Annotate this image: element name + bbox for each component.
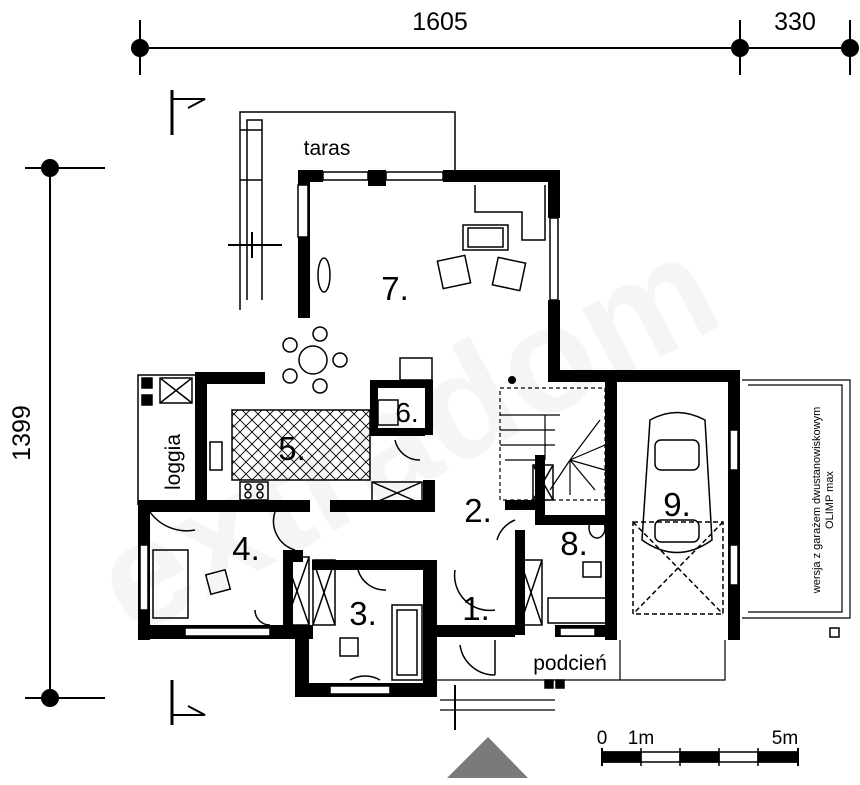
label-loggia: loggia (162, 434, 185, 490)
furniture (152, 185, 851, 730)
dimension-height: 1399 (8, 405, 36, 461)
dimension-lines (25, 20, 859, 707)
kitchen-island (231, 409, 371, 481)
loggia-outline (137, 374, 195, 505)
staircase (499, 387, 606, 501)
dimension-width-main: 1605 (412, 8, 468, 36)
label-taras: taras (304, 137, 351, 160)
garage-note-line2: OLIMP max (824, 471, 836, 529)
cabinets (159, 377, 554, 626)
dimension-width-garage: 330 (774, 8, 816, 36)
room-9: 9. (663, 486, 691, 523)
room-2: 2. (464, 492, 492, 529)
scale-label-5m: 5m (772, 728, 798, 749)
room-6: 6. (395, 397, 418, 428)
room-4: 4. (232, 530, 260, 567)
garage-note-line1: wersja z garażem dwustanowiskowym (811, 407, 823, 594)
scale-label-0: 0 (597, 728, 608, 749)
section-markers (170, 90, 206, 725)
terrace (228, 111, 456, 310)
room-3: 3. (349, 595, 377, 632)
label-podcien: podcień (533, 652, 607, 675)
doors (149, 439, 516, 681)
room-7: 7. (381, 270, 409, 307)
room-1: 1. (462, 590, 490, 627)
room-8: 8. (560, 525, 588, 562)
entrance-marker-icon (447, 737, 528, 778)
staircase-post-icon (508, 376, 516, 384)
scale-bar (601, 748, 799, 766)
room-5: 5. (278, 430, 306, 467)
scale-label-1m: 1m (628, 728, 654, 749)
windows (139, 171, 739, 695)
